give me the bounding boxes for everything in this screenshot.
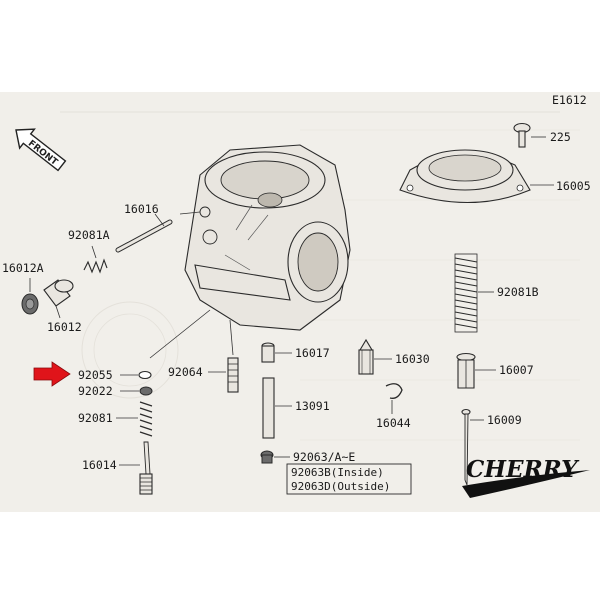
carburetor-body <box>184 144 351 331</box>
part-16014-screw <box>119 441 153 495</box>
label-92064: 92064 <box>168 365 203 379</box>
variant-bracket <box>286 463 412 495</box>
part-92081-spring <box>116 401 153 437</box>
part-16044-clip <box>385 383 403 414</box>
part-92081B-spring <box>454 253 494 333</box>
page-code: E1612 <box>552 93 587 107</box>
label-92022: 92022 <box>78 384 113 398</box>
front-arrow-icon: FRONT <box>15 128 67 172</box>
label-16012A: 16012A <box>2 261 44 275</box>
part-225-screw <box>513 122 546 148</box>
label-225: 225 <box>550 130 571 144</box>
label-16017: 16017 <box>295 346 330 360</box>
cherry-watermark-logo: CHERRY <box>462 456 590 498</box>
part-13091-tube <box>262 377 292 439</box>
part-92055-oring <box>120 370 152 380</box>
label-16012: 16012 <box>47 320 82 334</box>
label-16005: 16005 <box>556 179 591 193</box>
part-92063-jet <box>260 450 290 464</box>
label-16044: 16044 <box>376 416 411 430</box>
label-92081: 92081 <box>78 411 113 425</box>
part-16009-jet-needle <box>461 408 484 486</box>
part-92064-jet <box>208 319 239 393</box>
label-92063: 92063/A~E <box>293 450 355 464</box>
part-16030-float-valve <box>358 338 392 375</box>
part-16005-top-cover <box>399 149 554 204</box>
part-92022-washer <box>120 386 153 396</box>
part-16007-needle-holder <box>456 352 496 389</box>
label-16016: 16016 <box>124 202 159 216</box>
label-92081A: 92081A <box>68 228 110 242</box>
label-16007: 16007 <box>499 363 534 377</box>
red-pointer-arrow-icon <box>33 361 71 387</box>
cherry-watermark-text: CHERRY <box>466 456 580 483</box>
part-16017-jet <box>261 342 292 363</box>
part-16012-plug <box>43 279 74 319</box>
label-16014: 16014 <box>82 458 117 472</box>
label-92063D: 92063D(Outside) <box>291 480 390 493</box>
label-92081B: 92081B <box>497 285 539 299</box>
leader-92055 <box>149 309 211 359</box>
part-16016-shaft <box>115 211 201 253</box>
label-16030: 16030 <box>395 352 430 366</box>
label-92063B: 92063B(Inside) <box>291 466 384 479</box>
label-13091: 13091 <box>295 399 330 413</box>
part-92081A-spring <box>83 245 108 274</box>
label-92055: 92055 <box>78 368 113 382</box>
label-16009: 16009 <box>487 413 522 427</box>
part-16012A-cap <box>21 278 39 315</box>
